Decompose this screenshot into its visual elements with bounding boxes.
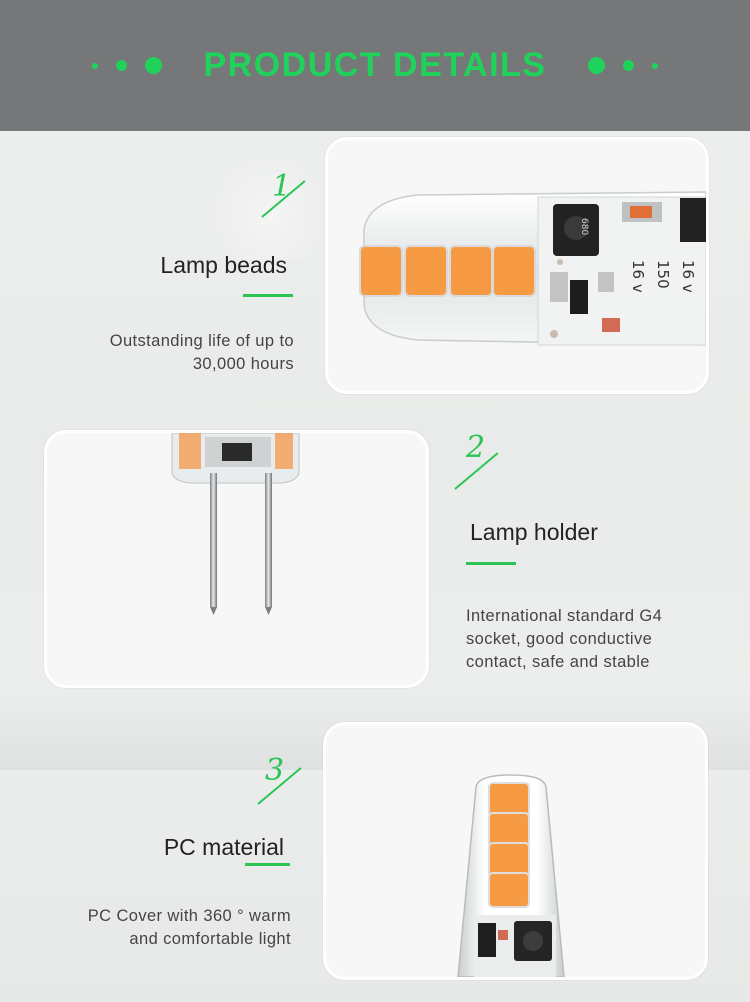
pcb-label: 150 <box>654 260 672 289</box>
decorative-dot-icon <box>623 60 635 71</box>
feature-description: Outstanding life of up to 30,000 hours <box>0 330 294 376</box>
decorative-dot-icon <box>588 57 606 74</box>
feature-title: PC material <box>163 834 284 860</box>
title-underline <box>245 863 290 866</box>
feature-description: International standard G4 socket, good c… <box>466 605 736 674</box>
description-line: PC Cover with 360 ° warm <box>87 907 291 925</box>
description-line: Outstanding life of up to <box>109 332 294 350</box>
left-dots <box>91 57 162 74</box>
decorative-dot-icon <box>144 57 162 74</box>
product-image-pc-material <box>323 722 708 980</box>
lamp-beads-illustration: 680 16 v 150 16 v <box>359 191 706 346</box>
product-image-lamp-beads: 680 16 v 150 16 v <box>325 137 709 394</box>
background-lamp <box>210 150 330 260</box>
pcb-label: 16 v <box>679 260 697 293</box>
decorative-dot-icon <box>91 62 98 69</box>
pc-material-illustration <box>457 774 565 977</box>
title-underline <box>466 562 516 565</box>
feature-title: Lamp holder <box>470 519 598 545</box>
description-line: 30,000 hours <box>192 355 294 373</box>
right-dots <box>588 57 659 74</box>
title-underline <box>243 294 293 297</box>
product-image-lamp-holder <box>44 430 429 688</box>
page-header: PRODUCT DETAILS <box>0 0 750 131</box>
pcb-label: 16 v <box>629 260 647 293</box>
feature-description: PC Cover with 360 ° warm and comfortable… <box>0 905 291 951</box>
description-line: contact, safe and stable <box>466 653 650 671</box>
feature-title: Lamp beads <box>160 252 287 278</box>
lamp-holder-illustration <box>171 433 300 615</box>
section-number: 3 <box>265 753 285 788</box>
chip-label: 680 <box>579 218 589 235</box>
decorative-dot-icon <box>115 60 127 71</box>
description-line: International standard G4 <box>466 607 663 625</box>
description-line: and comfortable light <box>129 930 291 948</box>
description-line: socket, good conductive <box>466 630 653 648</box>
section-number: 2 <box>466 430 486 465</box>
page-title: PRODUCT DETAILS <box>203 46 547 84</box>
decorative-dot-icon <box>652 62 659 69</box>
